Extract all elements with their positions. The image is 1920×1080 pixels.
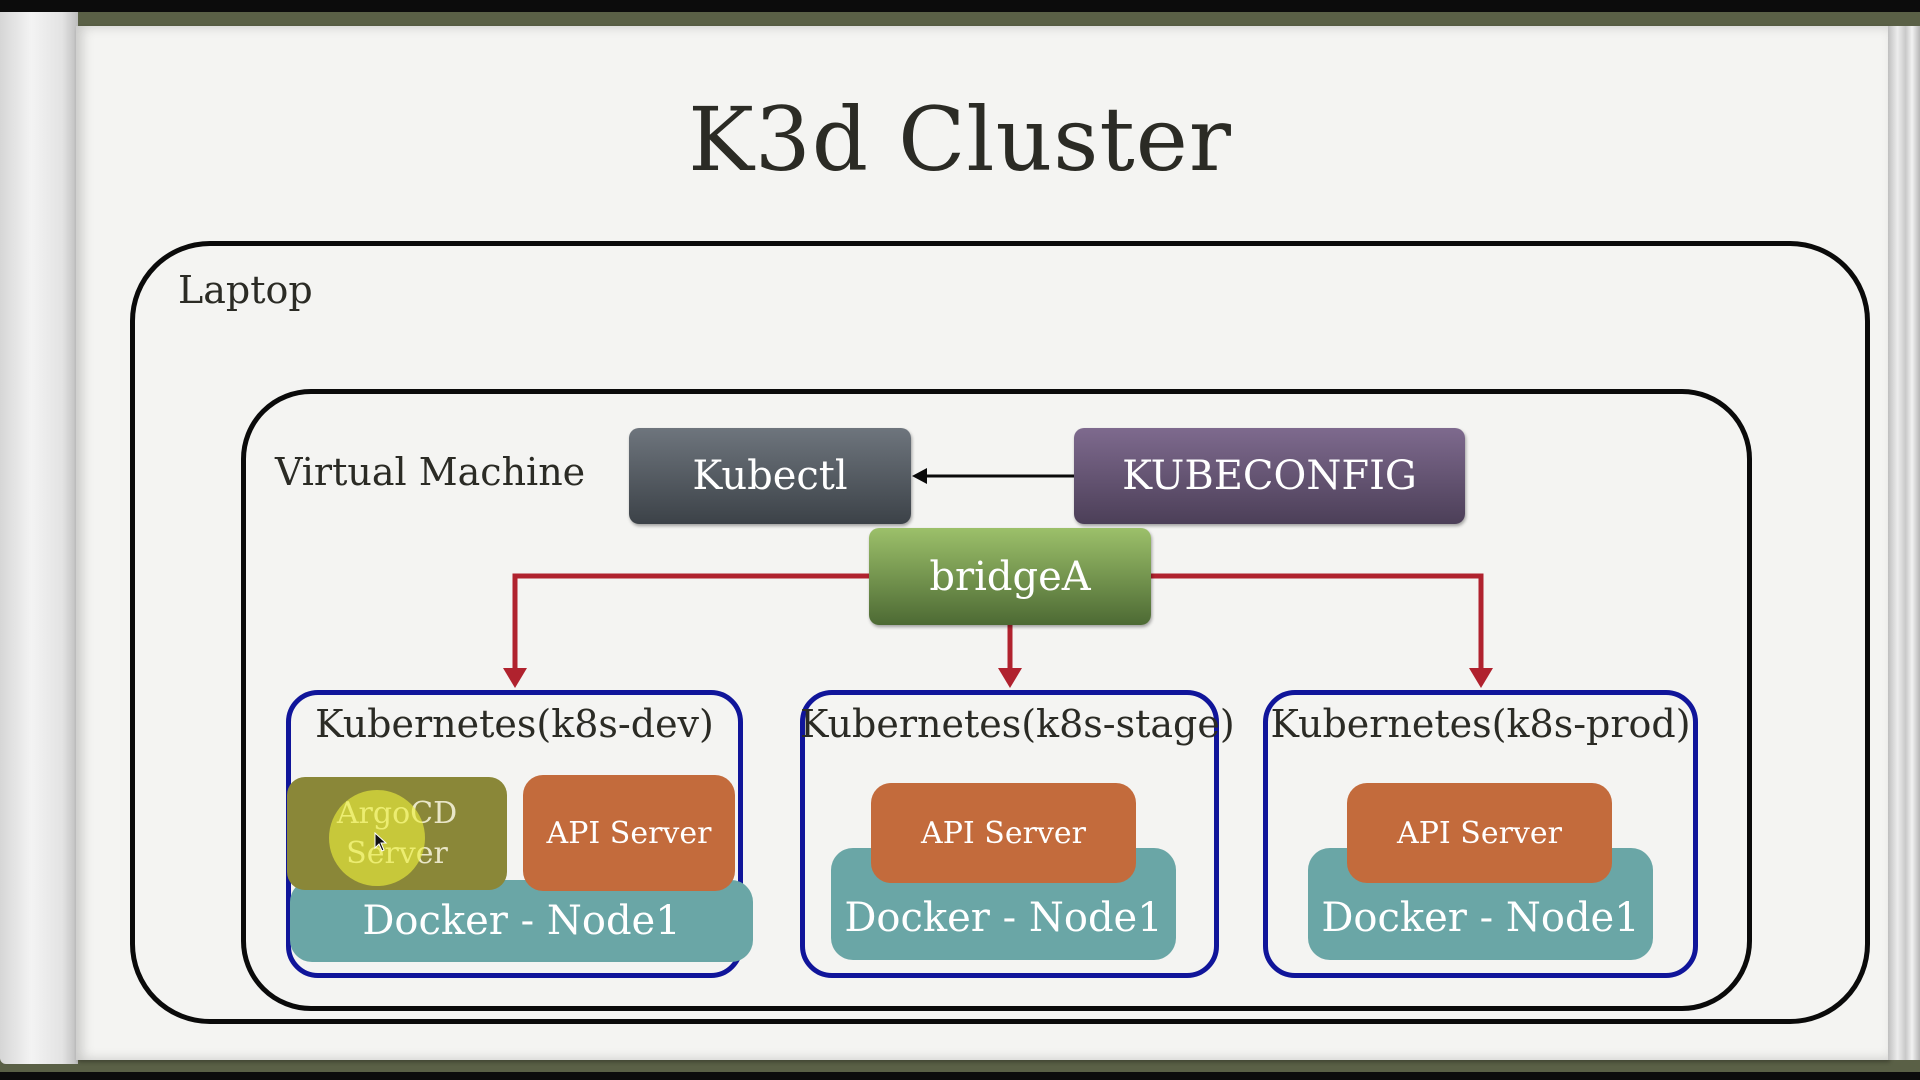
cluster-stage-docker-label: Docker - Node1: [844, 895, 1163, 941]
kubeconfig-label: KUBECONFIG: [1122, 453, 1417, 499]
kubeconfig-arrowhead: [912, 468, 927, 484]
cluster-stage-label: Kubernetes(k8s-stage): [800, 702, 1235, 746]
mouse-pointer-icon: [374, 832, 388, 852]
cluster-prod-label: Kubernetes(k8s-prod): [1270, 702, 1691, 746]
book-page-edge: [1888, 26, 1920, 1060]
laptop-label: Laptop: [178, 268, 313, 312]
bridge-to-prod-arrow: [1151, 573, 1493, 688]
cluster-stage-api-server: API Server: [871, 783, 1136, 883]
bridge-to-stage-arrow: [998, 625, 1022, 688]
cluster-dev-docker-node: Docker - Node1: [290, 880, 753, 962]
cluster-dev-label: Kubernetes(k8s-dev): [315, 702, 714, 746]
cluster-dev-docker-label: Docker - Node1: [362, 898, 681, 944]
laptop-container: [130, 241, 1870, 1024]
cluster-stage-api-label: API Server: [921, 815, 1086, 851]
cluster-prod-api-label: API Server: [1397, 815, 1562, 851]
virtual-machine-label: Virtual Machine: [275, 450, 586, 494]
cluster-prod-box: [1263, 690, 1698, 978]
kubectl-label: Kubectl: [692, 453, 848, 499]
cluster-dev-api-label: API Server: [546, 815, 712, 851]
cluster-dev-api-server: API Server: [523, 775, 735, 891]
kubeconfig-box: KUBECONFIG: [1074, 428, 1465, 524]
cluster-prod-docker-label: Docker - Node1: [1321, 895, 1640, 941]
screen-bottom-bar: [0, 1072, 1920, 1080]
bridge-label: bridgeA: [929, 553, 1091, 600]
screen-top-bar: [0, 0, 1920, 12]
bridge-to-dev-arrow: [503, 573, 869, 688]
cluster-prod-api-server: API Server: [1347, 783, 1612, 883]
cluster-stage-box: [800, 690, 1219, 978]
book-page-left: [0, 12, 78, 1064]
kubectl-box: Kubectl: [629, 428, 911, 524]
bridge-box: bridgeA: [869, 528, 1151, 625]
virtual-machine-container: [241, 389, 1752, 1011]
slide-title: K3d Cluster: [688, 88, 1232, 191]
